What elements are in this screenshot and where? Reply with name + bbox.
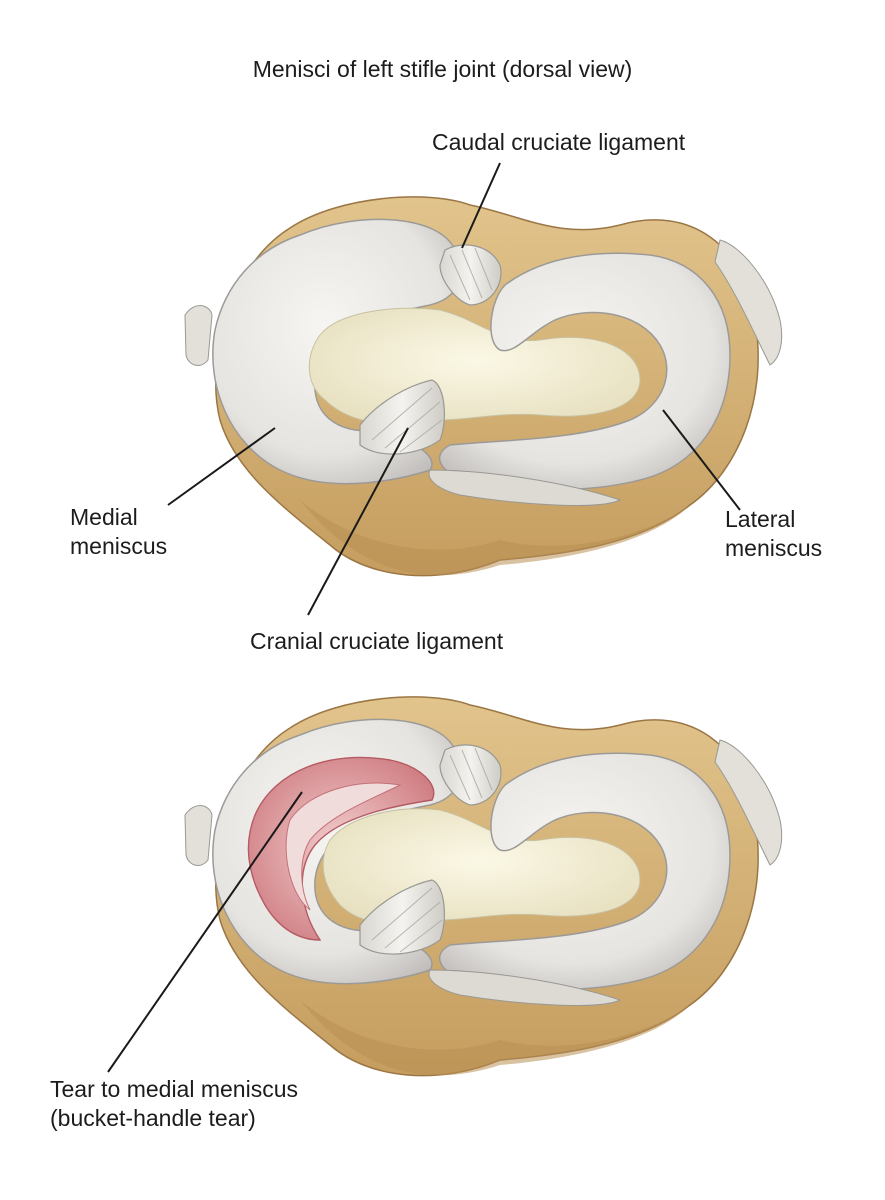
leader-cranial-cruciate	[307, 427, 409, 616]
leader-tear	[107, 791, 303, 1073]
label-cranial-cruciate-ligament: Cranial cruciate ligament	[250, 628, 504, 654]
label-lateral-meniscus: Lateral meniscus	[725, 505, 822, 563]
leader-lateral-meniscus	[662, 409, 741, 511]
leader-caudal-cruciate	[461, 162, 501, 249]
lateral-meniscus-bottom	[438, 752, 731, 991]
caudal-cruciate-ligament-top	[439, 244, 502, 306]
bone-shadow-bottom	[300, 1000, 690, 1076]
cranial-cruciate-ligament-bottom	[359, 879, 445, 955]
tibial-plateau-top	[308, 307, 641, 426]
label-tear-line1: Tear to medial meniscus	[50, 1076, 298, 1102]
figure-title: Menisci of left stifle joint (dorsal vie…	[252, 56, 633, 82]
lateral-collateral-stub-top	[714, 239, 783, 366]
lateral-collateral-stub-bottom	[714, 739, 783, 866]
meniscal-ligament-band-top	[428, 469, 622, 506]
label-tear-line2: (bucket-handle tear)	[50, 1105, 256, 1131]
label-tear-medial-meniscus: Tear to medial meniscus (bucket-handle t…	[50, 1075, 298, 1133]
label-medial-meniscus: Medial meniscus	[70, 503, 167, 561]
lateral-meniscus-top	[438, 252, 731, 491]
tear-inner-fragment	[285, 782, 402, 911]
medial-collateral-stub-top	[184, 305, 213, 366]
medial-collateral-stub-bottom	[184, 805, 213, 866]
label-caudal-cruciate-ligament: Caudal cruciate ligament	[432, 129, 686, 155]
label-lateral-line2: meniscus	[725, 535, 823, 561]
label-lateral-line1: Lateral	[725, 506, 796, 532]
caudal-cruciate-ligament-bottom	[439, 744, 502, 806]
bone-shadow-top	[300, 500, 690, 576]
bottom-joint	[184, 696, 783, 1077]
label-medial-line2: meniscus	[70, 533, 168, 559]
cranial-cruciate-ligament-top	[359, 379, 445, 455]
meniscal-ligament-band-bottom	[428, 969, 622, 1006]
label-medial-line1: Medial	[70, 504, 138, 530]
top-joint	[184, 196, 783, 577]
leader-medial-meniscus	[167, 427, 276, 506]
